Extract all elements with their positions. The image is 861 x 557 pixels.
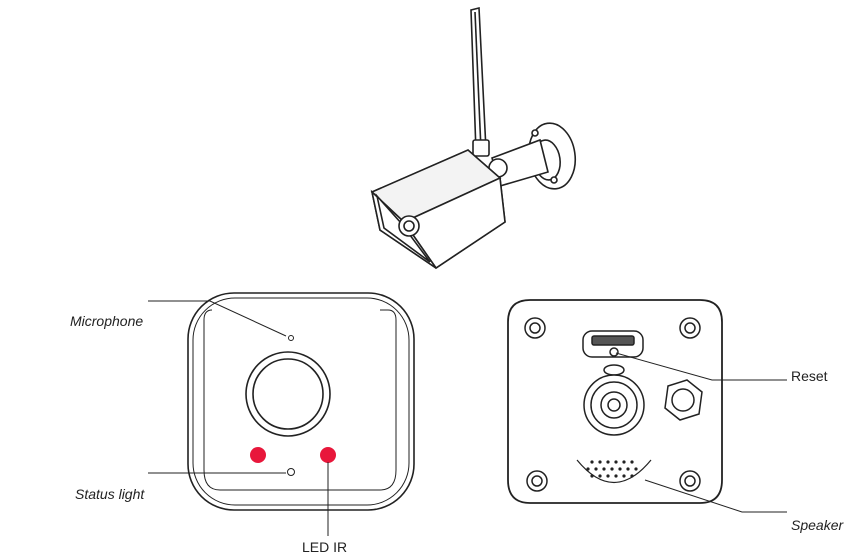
led-ir-left-icon: [250, 447, 266, 463]
led-ir-right-icon: [320, 447, 336, 463]
cable-gland-icon: [664, 379, 703, 421]
reset-slot-icon: [582, 330, 644, 358]
back-lens-icon: [583, 364, 645, 436]
microphone-hole-icon: [288, 335, 294, 341]
status-light-icon: [287, 468, 295, 476]
leader-lines: [148, 300, 787, 536]
microphone-leader-line: [148, 300, 287, 337]
speaker-label: Speaker: [791, 517, 844, 533]
wall-mount-icon: [488, 122, 577, 190]
reset-leader-line: [615, 352, 787, 381]
status-light-label: Status light: [75, 486, 145, 502]
speaker-leader-line: [644, 479, 787, 513]
led-ir-label: LED IR: [302, 539, 347, 555]
microphone-label: Microphone: [70, 313, 143, 329]
camera-back-view: [507, 299, 723, 504]
screw-icon: [524, 317, 701, 492]
reset-label: Reset: [791, 368, 828, 384]
bullet-camera-icon: [370, 6, 577, 270]
camera-body-icon: [370, 149, 506, 270]
speaker-grille-icon: [576, 459, 652, 483]
camera-front-view: [187, 292, 415, 511]
antenna-icon: [470, 6, 490, 157]
